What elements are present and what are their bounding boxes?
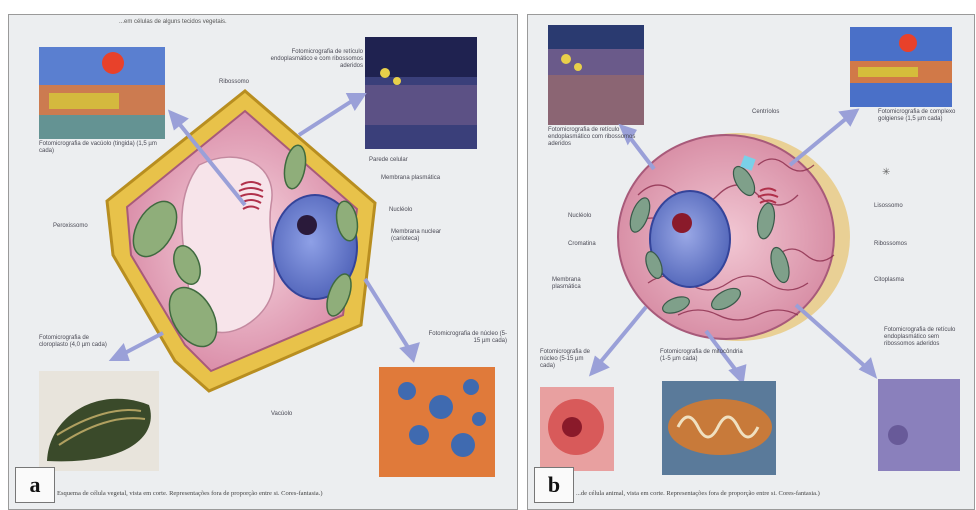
plant-cell-diagram: ...em células de alguns tecidos vegetais… xyxy=(9,15,517,509)
label-photo-top-right: Fotomicrografia de complexo golgiense (1… xyxy=(878,109,958,123)
label-photo-bottom-left: Fotomicrografia de cloroplasto (4,0 µm c… xyxy=(39,335,115,349)
panel-letter-b: b xyxy=(534,467,574,503)
label-parede-celular: Parede celular xyxy=(369,157,408,164)
panel-b-animal-cell: ✳ Fotomicrografia de retículo endoplasmá… xyxy=(527,14,975,510)
photo-mitochondria-micrograph xyxy=(662,381,776,475)
label-citoplasma: Citoplasma xyxy=(874,277,904,284)
photo-nucleus-micrograph xyxy=(540,387,614,471)
caption-b: ...de célula animal, vista em corte. Rep… xyxy=(576,490,820,497)
photo-nucleus-micrograph xyxy=(379,367,495,477)
label-membrana-nuclear: Membrana nuclear (carioteca) xyxy=(391,229,461,243)
label-photo-top-left: Fotomicrografia de vacúolo (tingida) (1,… xyxy=(39,141,159,155)
label-membrana-plasmatica: Membrana plasmática xyxy=(552,277,596,291)
label-lisossomo: Lisossomo xyxy=(874,203,903,210)
panel-a-plant-cell: ...em células de alguns tecidos vegetais… xyxy=(8,14,518,510)
label-nucleolo: Nucléolo xyxy=(568,213,591,220)
label-ribossomo: Ribossomo xyxy=(219,79,249,86)
label-centriolos: Centríolos xyxy=(752,109,779,116)
label-photo-top-right: Fotomicrografia de retículo endoplasmáti… xyxy=(265,49,363,70)
photo-er-micrograph xyxy=(365,37,477,149)
label-photo-top-left: Fotomicrografia de retículo endoplasmáti… xyxy=(548,127,648,148)
nucleolus xyxy=(297,215,317,235)
photo-golgi-micrograph xyxy=(850,27,952,107)
panel-letter-a: a xyxy=(15,467,55,503)
photo-rough-er-micrograph xyxy=(548,25,644,125)
label-nucleolo: Nucléolo xyxy=(389,207,412,214)
label-photo-bottom-3: Fotomicrografia de retículo endoplasmáti… xyxy=(884,327,964,348)
label-photo-bottom-1: Fotomicrografia de núcleo (5-15 µm cada) xyxy=(540,349,600,370)
label-photo-bottom-right: Fotomicrografia de núcleo (5-15 µm cada) xyxy=(427,331,507,345)
label-membrana-plasmatica: Membrana plasmática xyxy=(381,175,440,182)
photo-chloroplast-micrograph xyxy=(39,371,159,471)
photo-vacuole-micrograph xyxy=(39,47,165,139)
nucleolus xyxy=(672,213,692,233)
label-peroxissomo: Peroxissomo xyxy=(53,223,88,230)
label-photo-bottom-2: Fotomicrografia de mitocôndria (1-5 µm c… xyxy=(660,349,744,363)
caption-a: Esquema de célula vegetal, vista em cort… xyxy=(57,490,322,497)
top-note: ...em células de alguns tecidos vegetais… xyxy=(119,19,227,25)
label-ribossomos: Ribossomos xyxy=(874,241,907,248)
label-vacuolo: Vacúolo xyxy=(271,411,292,418)
small-asterisk-mark: ✳ xyxy=(882,167,890,178)
label-cromatina: Cromatina xyxy=(568,241,596,248)
photo-smooth-er-micrograph xyxy=(878,379,960,471)
animal-cell-diagram: ✳ xyxy=(528,15,974,509)
